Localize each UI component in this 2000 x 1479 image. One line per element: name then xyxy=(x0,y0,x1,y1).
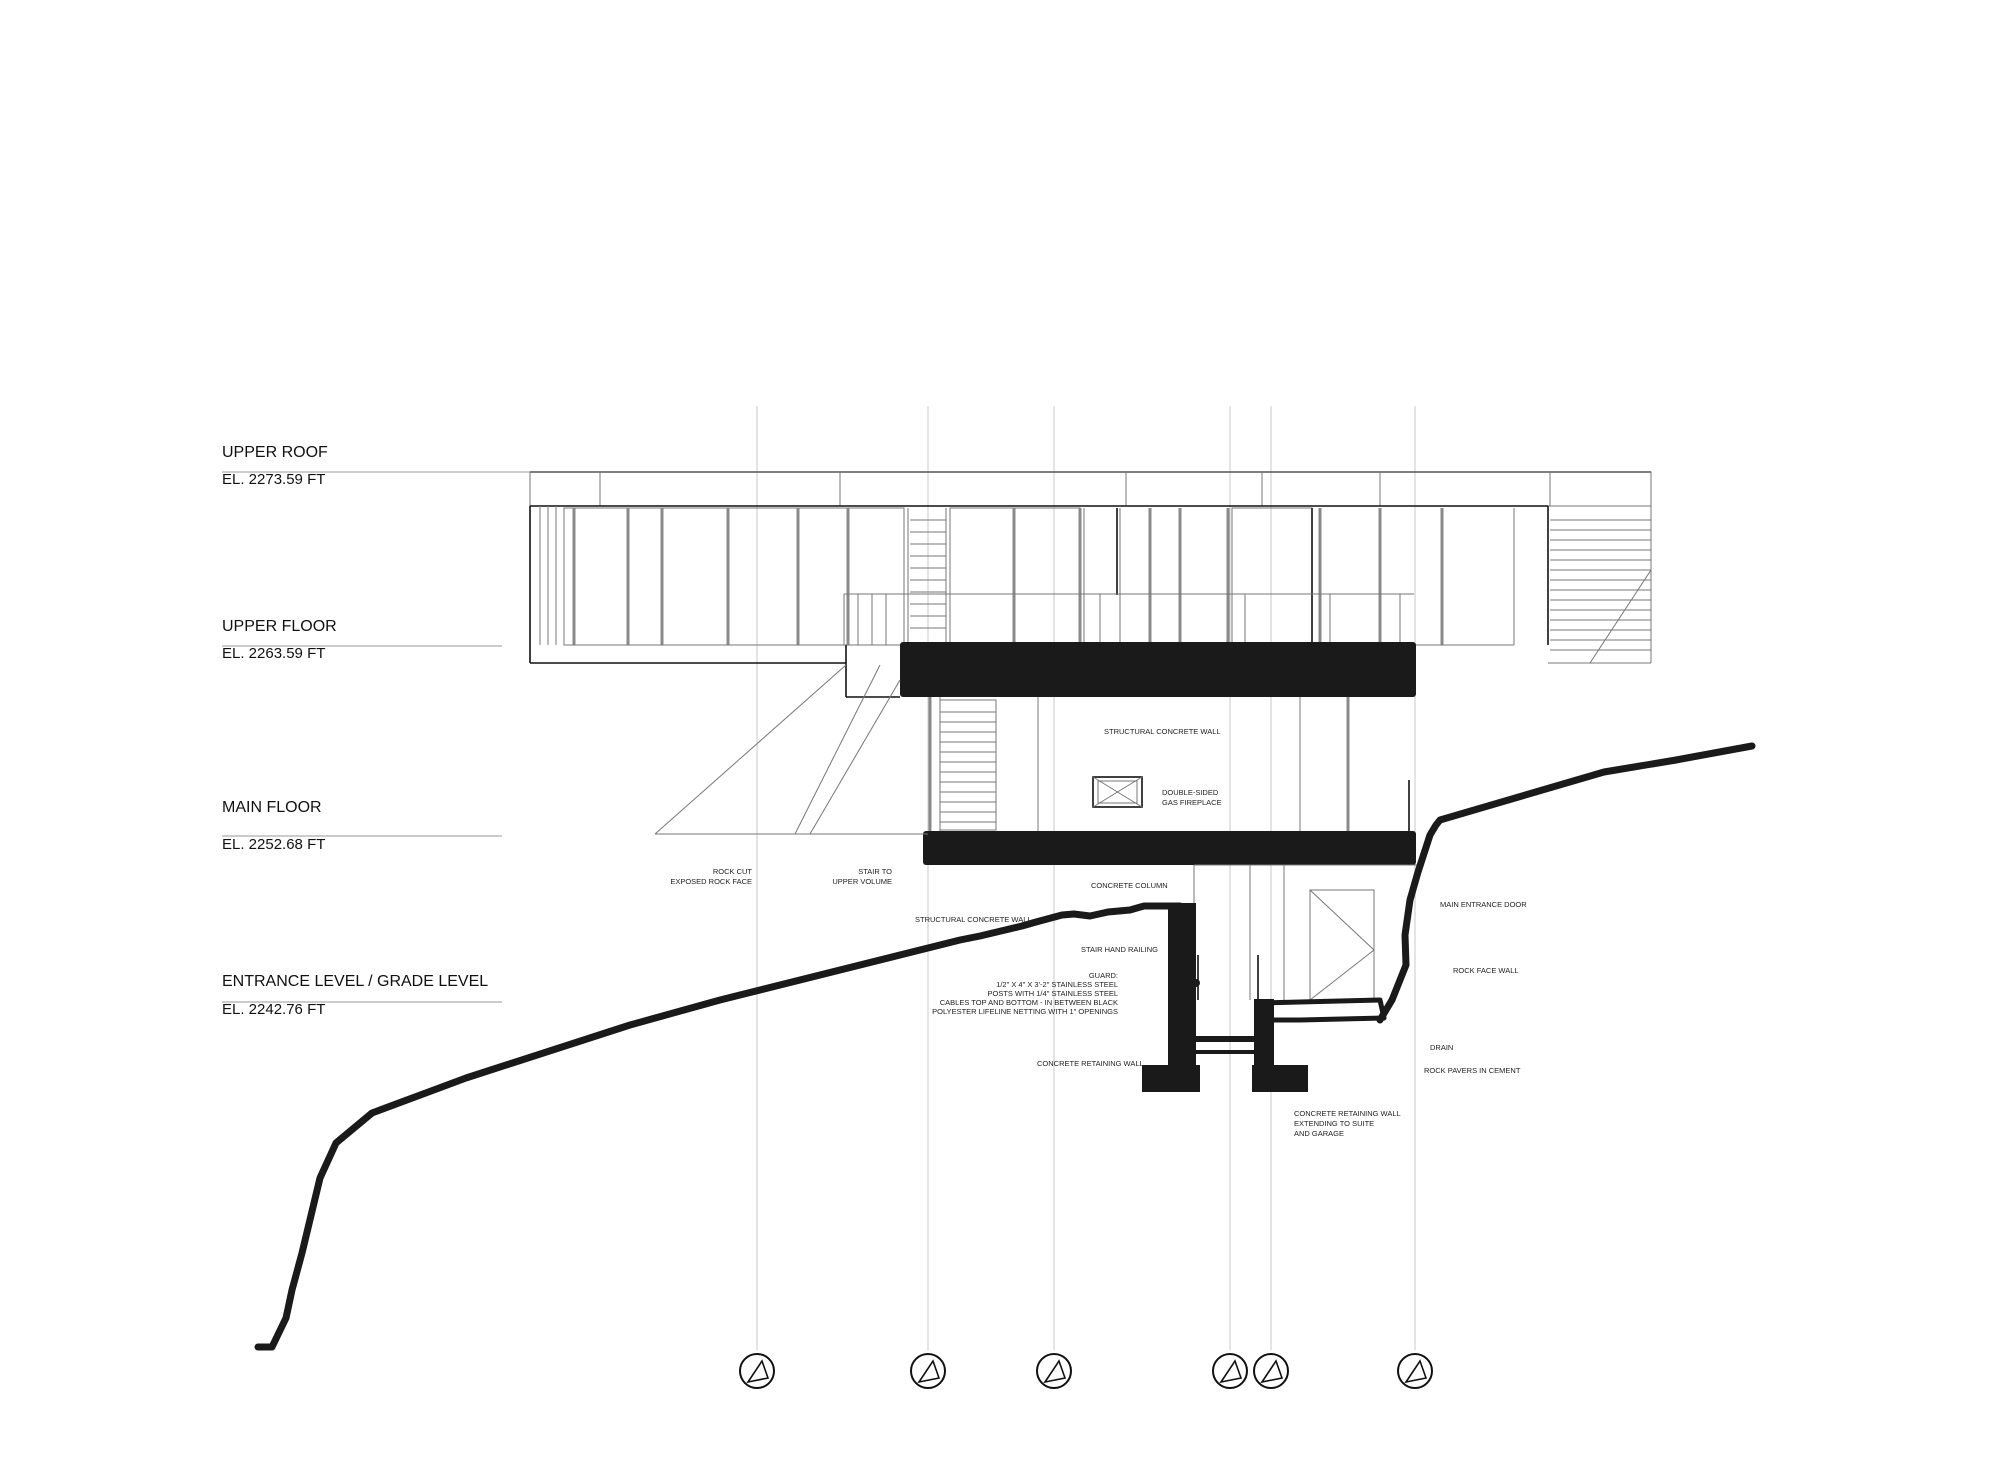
note-structural-concrete-wall-lower: STRUCTURAL CONCRETE WALL xyxy=(915,915,1032,924)
upper-floor-label: UPPER FLOOR xyxy=(222,618,337,635)
note-guard-line5: POLYESTER LIFELINE NETTING WITH 1" OPENI… xyxy=(932,1007,1118,1016)
level-lines xyxy=(222,471,530,1003)
upper-roof-elevation: EL. 2273.59 FT xyxy=(222,471,325,488)
note-fireplace-line1: DOUBLE-SIDED xyxy=(1162,788,1219,797)
main-floor-elevation: EL. 2252.68 FT xyxy=(222,836,325,853)
note-fireplace-line2: GAS FIREPLACE xyxy=(1162,798,1222,807)
grid-bubbles xyxy=(739,1353,1433,1389)
fireplace-symbol xyxy=(1092,776,1143,808)
note-guard-line3: POSTS WITH 1/4" STAINLESS STEEL xyxy=(988,989,1118,998)
note-stair-line1: STAIR TO xyxy=(858,867,892,876)
upper-roof-label: UPPER ROOF xyxy=(222,444,328,461)
rock-cut-lines xyxy=(654,664,928,835)
entrance-level-elevation: EL. 2242.76 FT xyxy=(222,1001,325,1018)
entrance-level-label: ENTRANCE LEVEL / GRADE LEVEL xyxy=(222,973,488,990)
terrain-profile xyxy=(254,902,1190,1351)
upper-railing xyxy=(843,593,1414,645)
glazing xyxy=(563,507,1515,646)
grid-bubble-3 xyxy=(1036,1353,1072,1389)
note-stair-line2: UPPER VOLUME xyxy=(832,877,892,886)
grid-bubble-1 xyxy=(739,1353,775,1389)
note-retaining-ext-line2: EXTENDING TO SUITE xyxy=(1294,1119,1374,1128)
louvre-panel xyxy=(1550,519,1652,664)
note-concrete-column: CONCRETE COLUMN xyxy=(1091,881,1168,890)
grid-bubble-4 xyxy=(1212,1353,1248,1389)
grid-bubble-2 xyxy=(910,1353,946,1389)
note-retaining-ext-line1: CONCRETE RETAINING WALL xyxy=(1294,1109,1401,1118)
entrance-volume xyxy=(1193,864,1420,1010)
note-structural-concrete-wall-upper: STRUCTURAL CONCRETE WALL xyxy=(1104,727,1221,736)
entry-path xyxy=(1255,997,1387,1023)
note-rock-cut-line2: EXPOSED ROCK FACE xyxy=(670,877,752,886)
retaining-walls xyxy=(1142,903,1308,1092)
upper-floor-slab xyxy=(900,642,1416,697)
main-floor-label: MAIN FLOOR xyxy=(222,799,322,816)
main-floor-slab xyxy=(923,831,1416,865)
upper-floor-elevation: EL. 2263.59 FT xyxy=(222,645,325,662)
note-main-entrance-door: MAIN ENTRANCE DOOR xyxy=(1440,900,1527,909)
note-rock-face-wall: ROCK FACE WALL xyxy=(1453,966,1519,975)
note-rock-pavers: ROCK PAVERS IN CEMENT xyxy=(1424,1066,1521,1075)
note-retaining-ext-line3: AND GARAGE xyxy=(1294,1129,1344,1138)
annotations: STRUCTURAL CONCRETE WALL DOUBLE-SIDED GA… xyxy=(670,727,1527,1138)
note-guard-line1: GUARD: xyxy=(1089,971,1118,980)
note-concrete-retaining-wall: CONCRETE RETAINING WALL xyxy=(1037,1059,1144,1068)
note-stair-hand-railing: STAIR HAND RAILING xyxy=(1081,945,1158,954)
note-drain: DRAIN xyxy=(1430,1043,1453,1052)
grid-bubble-6 xyxy=(1397,1353,1433,1389)
grid-bubble-5 xyxy=(1253,1353,1289,1389)
terrain-profile-right xyxy=(1376,742,1756,1024)
main-floor-volume xyxy=(928,697,1410,831)
note-rock-cut-line1: ROCK CUT xyxy=(713,867,753,876)
note-guard-line4: CABLES TOP AND BOTTOM - IN BETWEEN BLACK xyxy=(940,998,1118,1007)
note-guard-line2: 1/2" X 4" X 3'-2" STAINLESS STEEL xyxy=(996,980,1118,989)
upper-volume xyxy=(529,471,1652,698)
level-labels: UPPER ROOF EL. 2273.59 FT UPPER FLOOR EL… xyxy=(222,444,488,1018)
